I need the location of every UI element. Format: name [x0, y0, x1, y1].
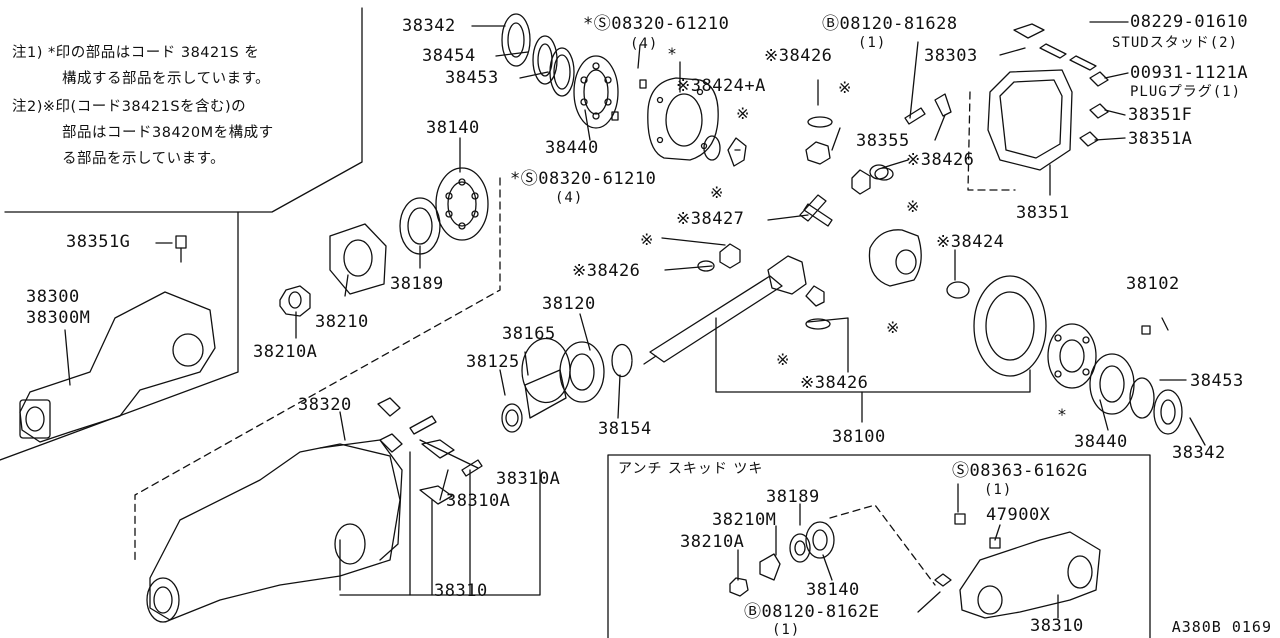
part-label-38210a-inset[interactable]: 38210A: [680, 532, 745, 552]
part-label-08120-81628[interactable]: Ⓑ08120-81628: [822, 14, 958, 34]
note-2-line-3: る部品を示しています。: [62, 151, 226, 167]
part-label-38426-d[interactable]: ※38426: [800, 373, 869, 393]
part-label-38424-a[interactable]: ※38424+A: [676, 76, 766, 96]
kome-mark: ※: [906, 197, 920, 216]
part-label-38342-top[interactable]: 38342: [402, 16, 456, 36]
part-desc-08229-01610: STUDスタッド(2): [1112, 35, 1239, 51]
kome-mark: ※: [640, 230, 654, 249]
pinion-gears: [697, 116, 889, 330]
part-label-38440-bottom[interactable]: 38440: [1074, 432, 1128, 452]
housing-inset-border: [0, 211, 239, 461]
part-label-38100[interactable]: 38100: [832, 427, 886, 447]
part-label-38310a-1[interactable]: 38310A: [496, 469, 561, 489]
diagram-reference: A380B 0169: [1171, 618, 1272, 636]
part-label-38320[interactable]: 38320: [298, 395, 352, 415]
part-label-38140-main[interactable]: 38140: [426, 118, 480, 138]
part-label-38440-top[interactable]: 38440: [545, 138, 599, 158]
note-1-line-1: 注1) *印の部品はコード 38421S を: [12, 45, 260, 61]
part-label-38351g[interactable]: 38351G: [66, 232, 131, 252]
part-label-38140-inset[interactable]: 38140: [806, 580, 860, 600]
part-label-38351f[interactable]: 38351F: [1128, 105, 1193, 125]
kome-mark: ※: [886, 318, 900, 337]
part-label-08363-6162g[interactable]: Ⓢ08363-6162G: [952, 461, 1088, 481]
part-qty-08120-81628: (1): [858, 35, 887, 51]
asterisk-mark: *: [668, 44, 676, 63]
part-label-47900x[interactable]: 47900X: [986, 505, 1051, 525]
part-label-38210a-main[interactable]: 38210A: [253, 342, 318, 362]
part-qty-08120-8162e: (1): [772, 622, 801, 638]
diff-case-top: [611, 77, 747, 167]
leader-lines: [64, 21, 1206, 619]
part-label-08120-8162e[interactable]: Ⓑ08120-8162E: [744, 602, 880, 622]
part-label-38154[interactable]: 38154: [598, 419, 652, 439]
dashed-guides: [134, 91, 1016, 586]
kome-mark: ※: [710, 183, 724, 202]
part-label-38427[interactable]: ※38427: [676, 209, 745, 229]
front-bearing-parts: [279, 167, 489, 317]
part-label-38351[interactable]: 38351: [1016, 203, 1070, 223]
part-label-08320-61210-a[interactable]: *Ⓢ08320-61210: [583, 14, 730, 34]
part-label-38453-bottom[interactable]: 38453: [1190, 371, 1244, 391]
part-label-38102[interactable]: 38102: [1126, 274, 1180, 294]
part-label-38303[interactable]: 38303: [924, 46, 978, 66]
rear-cover: [904, 23, 1109, 171]
part-label-38424-b[interactable]: ※38424: [936, 232, 1005, 252]
part-label-00931-1121a[interactable]: 00931-1121A: [1130, 63, 1249, 83]
antiskid-parts: [729, 513, 1101, 619]
part-label-38342-bottom[interactable]: 38342: [1172, 443, 1226, 463]
part-label-38351a-top[interactable]: 38351A: [1128, 129, 1193, 149]
part-label-38310-inset[interactable]: 38310: [1030, 616, 1084, 636]
part-qty-08363-6162g: (1): [984, 482, 1013, 498]
rear-housing-left: [19, 235, 216, 443]
part-qty-08320-61210-b: (4): [555, 190, 584, 206]
kome-mark: ※: [736, 104, 750, 123]
part-label-38165[interactable]: 38165: [502, 324, 556, 344]
note-1-line-2: 構成する部品を示しています。: [62, 71, 271, 87]
antiskid-inset-title: アンチ スキッド ツキ: [618, 461, 764, 477]
part-label-38210[interactable]: 38210: [315, 312, 369, 332]
note-2: 注2)※印(コード38421Sを含む)の 部品はコード38420Mを構成す る部…: [12, 94, 274, 172]
part-label-38426-a[interactable]: ※38426: [764, 46, 833, 66]
part-label-08229-01610[interactable]: 08229-01610: [1130, 12, 1249, 32]
part-label-38189-main[interactable]: 38189: [390, 274, 444, 294]
part-qty-08320-61210-a: (4): [630, 36, 659, 52]
part-label-38300m[interactable]: 38300M: [26, 308, 91, 328]
part-label-38210m[interactable]: 38210M: [712, 510, 777, 530]
part-label-38454[interactable]: 38454: [422, 46, 476, 66]
part-label-38125[interactable]: 38125: [466, 352, 520, 372]
kome-mark: ※: [776, 350, 790, 369]
bearing-38342-top: [501, 13, 619, 129]
part-label-38300[interactable]: 38300: [26, 287, 80, 307]
kome-mark: ※: [838, 78, 852, 97]
note-box-border: [4, 7, 363, 213]
part-label-38355[interactable]: 38355: [856, 131, 910, 151]
part-label-38189-inset[interactable]: 38189: [766, 487, 820, 507]
ring-gear-assembly: [868, 229, 1183, 435]
note-2-line-2: 部品はコード38420Mを構成す: [62, 125, 274, 141]
washers: [874, 167, 894, 181]
antiskid-inset-border: [607, 454, 1151, 638]
part-label-38120[interactable]: 38120: [542, 294, 596, 314]
part-label-38426-c[interactable]: ※38426: [572, 261, 641, 281]
main-housing-bottom: [146, 397, 483, 623]
note-1: 注1) *印の部品はコード 38421S を 構成する部品を示しています。: [12, 40, 270, 92]
part-label-08320-61210-b[interactable]: *Ⓢ08320-61210: [510, 169, 657, 189]
part-label-38453-top[interactable]: 38453: [445, 68, 499, 88]
part-label-38426-b[interactable]: ※38426: [906, 150, 975, 170]
part-desc-00931-1121a: PLUGプラグ(1): [1130, 84, 1242, 100]
note-2-line-1: 注2)※印(コード38421Sを含む)の: [12, 99, 247, 115]
part-label-38310a-2[interactable]: 38310A: [446, 491, 511, 511]
part-label-38310-main[interactable]: 38310: [434, 581, 488, 601]
asterisk-mark: *: [1058, 405, 1066, 424]
pinion-shaft: [501, 255, 807, 433]
